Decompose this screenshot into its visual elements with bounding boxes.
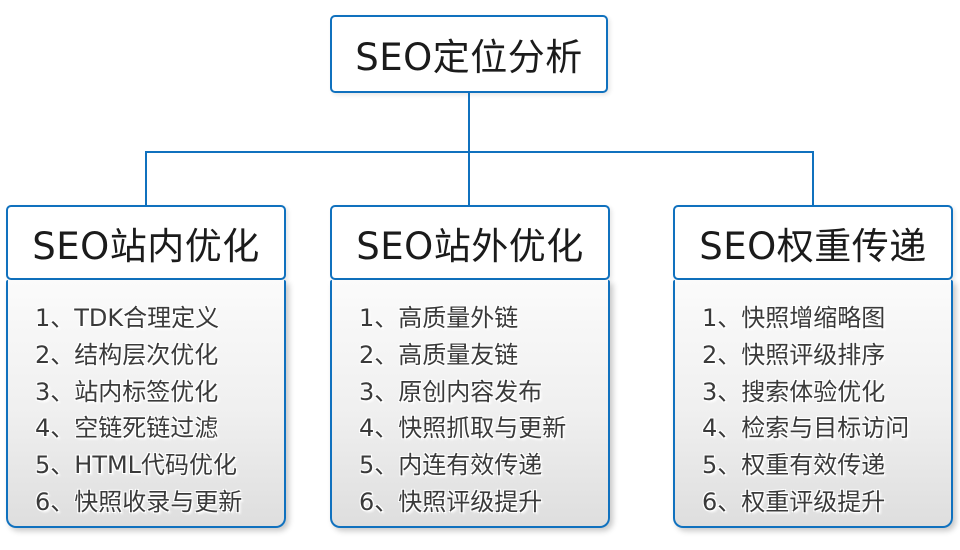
connector-drop-middle [468, 153, 470, 207]
branch-list-offsite: 1、高质量外链 2、高质量友链 3、原创内容发布 4、快照抓取与更新 5、内连有… [330, 280, 610, 528]
root-node-label: SEO定位分析 [355, 36, 583, 79]
list-item: 6、快照评级提升 [359, 488, 543, 517]
branch-header-offsite: SEO站外优化 [330, 205, 610, 280]
connector-root-stem [468, 93, 470, 153]
list-item: 5、权重有效传递 [702, 451, 886, 480]
branch-header-label: SEO站外优化 [356, 224, 584, 268]
list-item: 4、检索与目标访问 [702, 414, 910, 443]
list-item: 3、原创内容发布 [359, 377, 543, 406]
list-item: 2、快照评级排序 [702, 340, 886, 369]
connector-drop-left [145, 151, 147, 207]
list-item: 3、站内标签优化 [35, 377, 219, 406]
list-item: 5、HTML代码优化 [35, 451, 238, 480]
connector-drop-right [812, 151, 814, 207]
list-item: 5、内连有效传递 [359, 451, 543, 480]
root-node: SEO定位分析 [330, 15, 608, 93]
branch-list-weight: 1、快照增缩略图 2、快照评级排序 3、搜索体验优化 4、检索与目标访问 5、权… [673, 280, 953, 528]
list-item: 3、搜索体验优化 [702, 377, 886, 406]
list-item: 1、快照增缩略图 [702, 303, 886, 332]
list-item: 6、快照收录与更新 [35, 488, 243, 517]
list-item: 4、快照抓取与更新 [359, 414, 567, 443]
list-item: 2、高质量友链 [359, 340, 519, 369]
branch-header-label: SEO站内优化 [32, 224, 260, 268]
list-item: 2、结构层次优化 [35, 340, 219, 369]
list-item: 6、权重评级提升 [702, 488, 886, 517]
branch-header-weight: SEO权重传递 [673, 205, 953, 280]
connector-horizontal-bar [145, 151, 814, 153]
branch-header-label: SEO权重传递 [699, 224, 927, 268]
branch-list-onsite: 1、TDK合理定义 2、结构层次优化 3、站内标签优化 4、空链死链过滤 5、H… [6, 280, 286, 528]
branch-header-onsite: SEO站内优化 [6, 205, 286, 280]
list-item: 4、空链死链过滤 [35, 414, 219, 443]
list-item: 1、TDK合理定义 [35, 303, 220, 332]
list-item: 1、高质量外链 [359, 303, 519, 332]
